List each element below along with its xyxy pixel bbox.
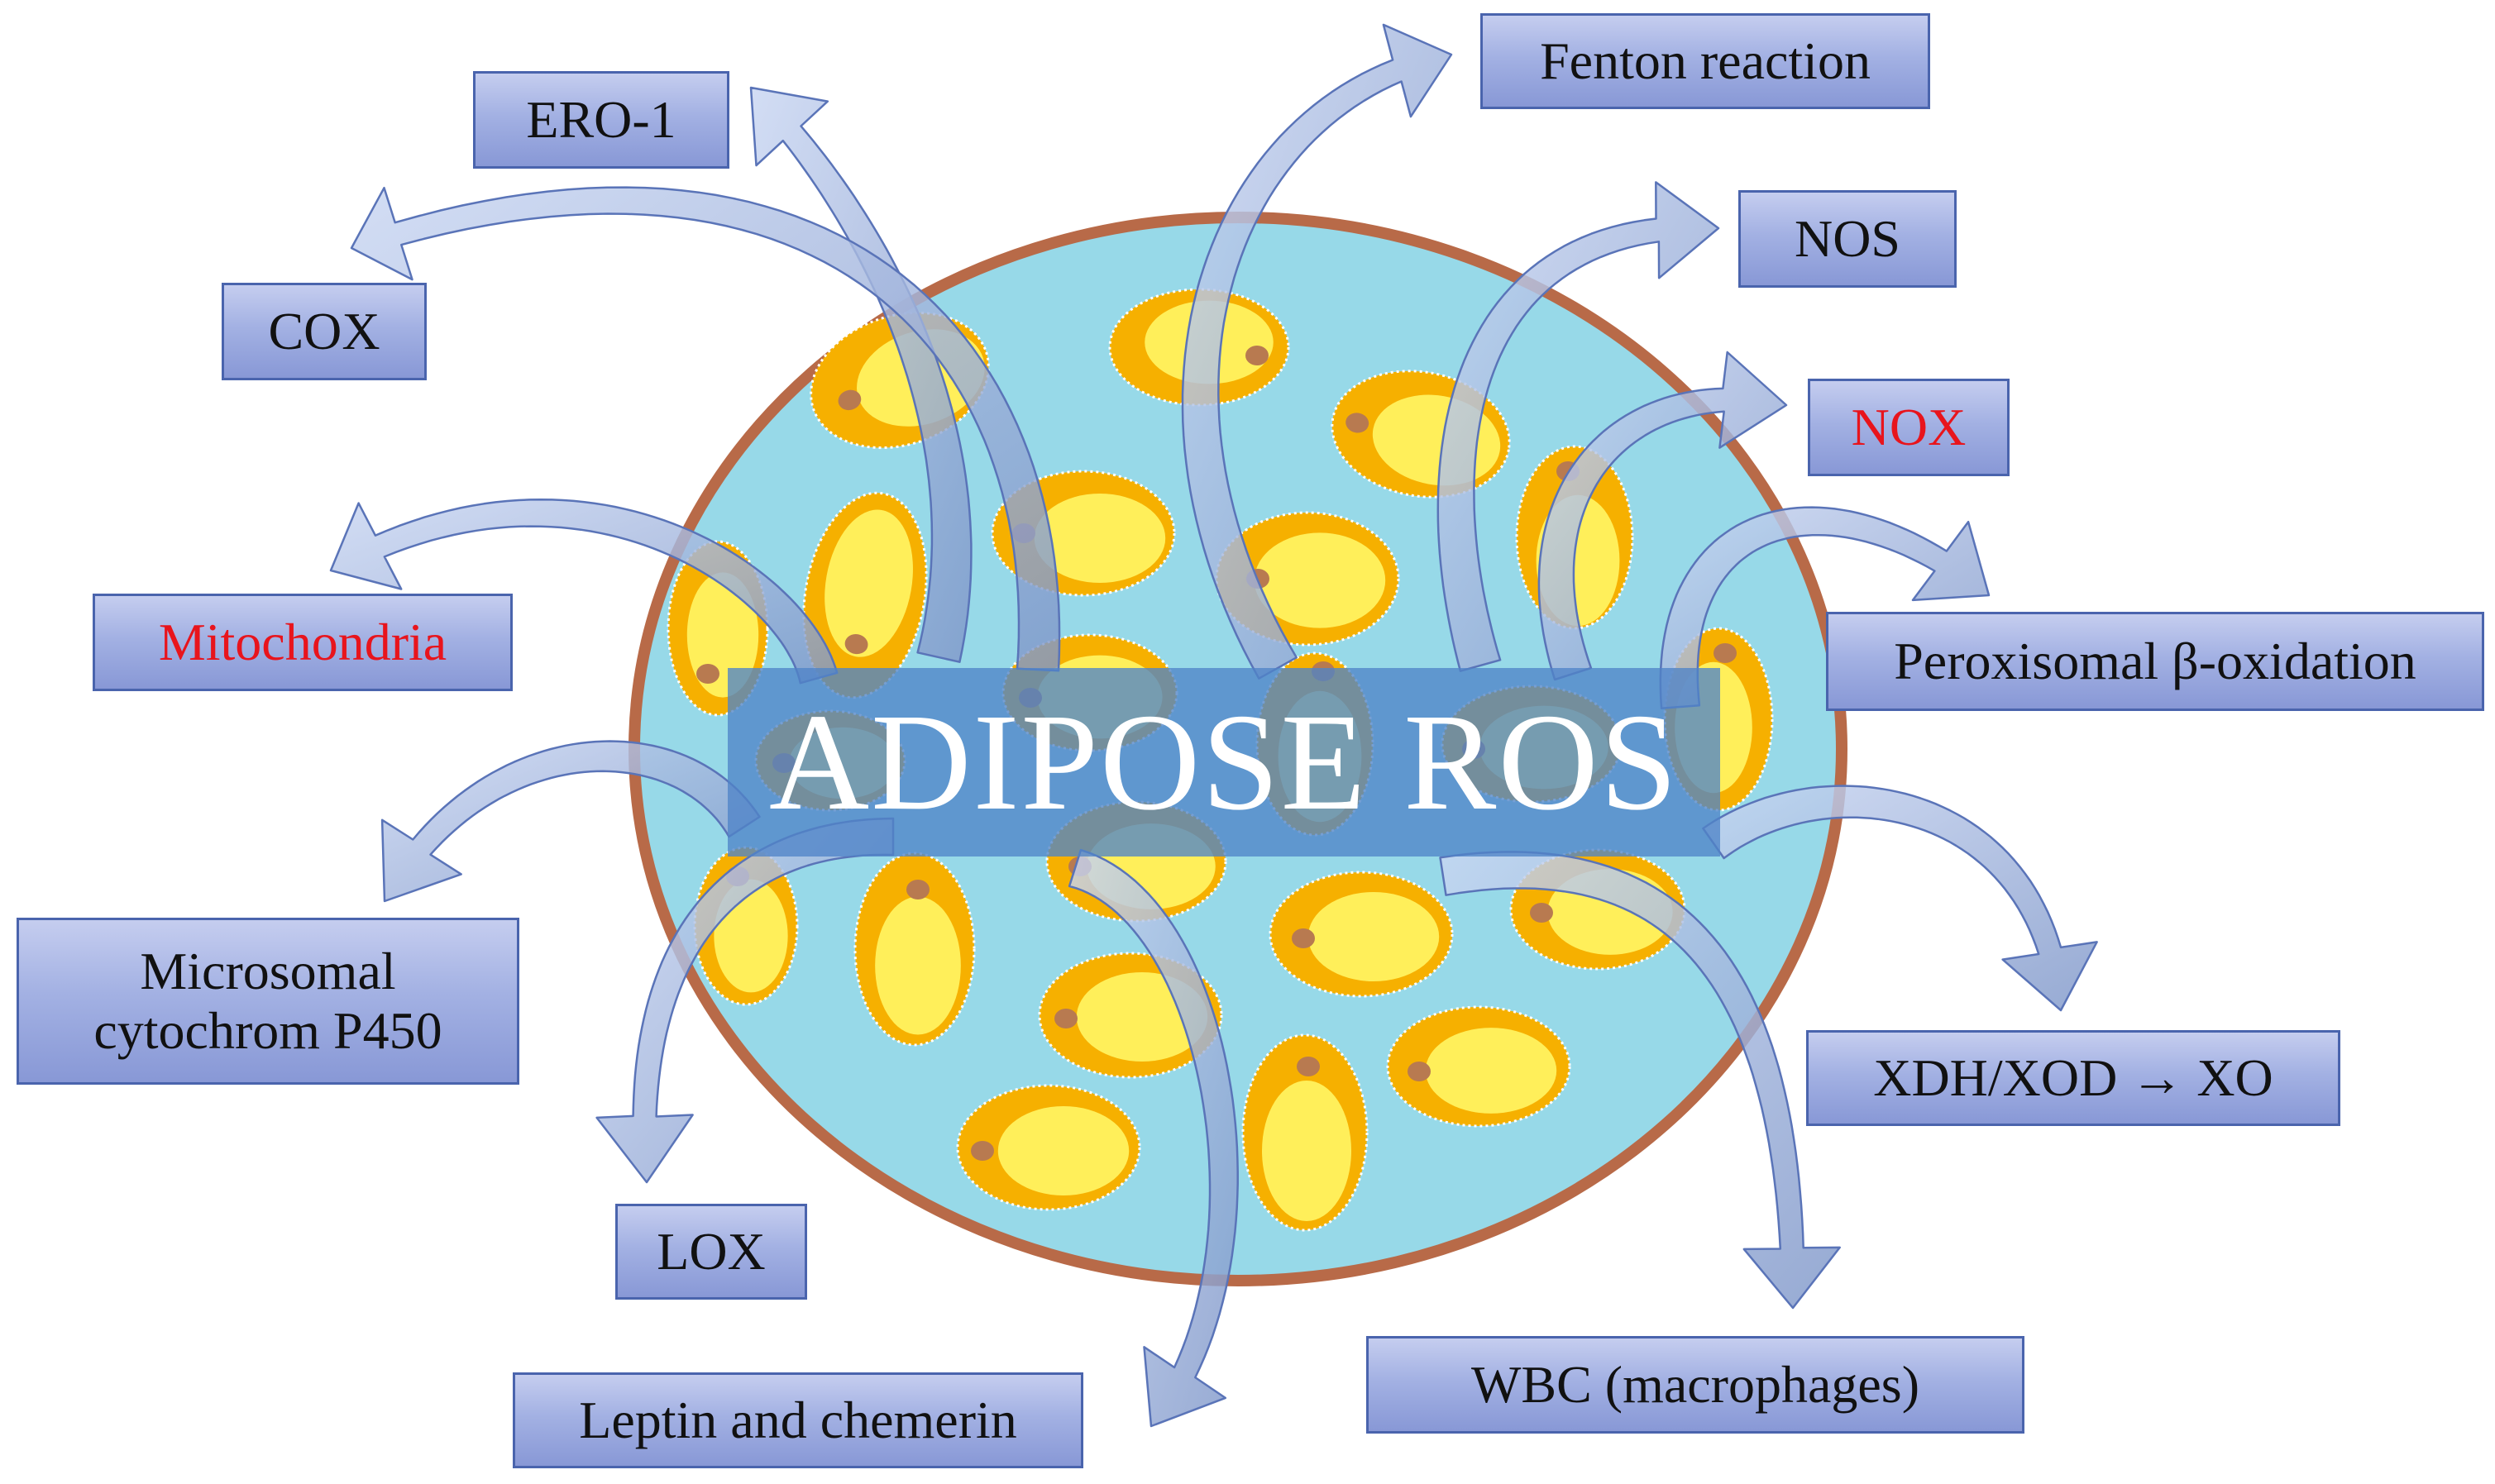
curved-arrow (1702, 785, 2098, 1012)
adipocyte (1241, 1033, 1369, 1232)
source-label-fenton: Fenton reaction (1480, 13, 1930, 109)
curved-arrow (1436, 181, 1720, 672)
source-label-perox: Peroxisomal β-oxidation (1826, 612, 2484, 711)
lipid-droplet (1425, 1028, 1557, 1114)
nucleus (1297, 1057, 1320, 1076)
lipid-droplet (1307, 892, 1440, 981)
nucleus (1408, 1062, 1431, 1081)
curved-arrow (1181, 23, 1453, 680)
source-label-nox: NOX (1808, 379, 2010, 476)
nucleus (1054, 1009, 1078, 1028)
source-arrows (329, 23, 2098, 1428)
lipid-droplet (875, 896, 961, 1035)
nucleus (844, 634, 868, 655)
adipocyte (802, 491, 928, 699)
lipid-droplet (1254, 532, 1386, 628)
source-label-cox: COX (222, 283, 427, 380)
source-label-leptin: Leptin and chemerin (513, 1372, 1083, 1468)
adipocyte (853, 852, 976, 1047)
nucleus (1292, 928, 1315, 948)
source-label-nos: NOS (1738, 190, 1957, 288)
adipocyte (1269, 871, 1454, 998)
curved-arrow (1659, 506, 1991, 710)
curved-arrow (350, 186, 1061, 672)
source-label-mitochondria: Mitochondria (93, 594, 513, 691)
nucleus (1530, 903, 1553, 923)
lipid-droplet (1262, 1081, 1351, 1221)
curved-arrow (329, 498, 839, 685)
curved-arrow (1068, 848, 1239, 1428)
curved-arrow (1439, 851, 1841, 1310)
source-label-xdh: XDH/XOD → XO (1806, 1030, 2340, 1126)
curved-arrow (380, 740, 761, 903)
adipocyte (956, 1084, 1141, 1211)
center-label: ADIPOSE ROS (728, 668, 1720, 857)
nucleus (696, 664, 719, 684)
adipocyte (1386, 1005, 1571, 1128)
nucleus (971, 1141, 994, 1161)
nucleus (1345, 413, 1369, 433)
nucleus (906, 880, 930, 899)
lipid-droplet (824, 509, 913, 657)
source-label-wbc: WBC (macrophages) (1366, 1336, 2024, 1434)
source-label-lox: LOX (615, 1204, 807, 1300)
source-label-p450: Microsomal cytochrom P450 (17, 918, 519, 1085)
curved-arrow (749, 86, 973, 663)
nucleus (1245, 346, 1269, 365)
nucleus (838, 389, 862, 411)
lipid-droplet (1034, 494, 1166, 583)
source-label-ero1: ERO-1 (473, 71, 729, 169)
nucleus (1714, 643, 1737, 663)
lipid-droplet (997, 1106, 1130, 1195)
curved-arrow (1537, 351, 1788, 681)
